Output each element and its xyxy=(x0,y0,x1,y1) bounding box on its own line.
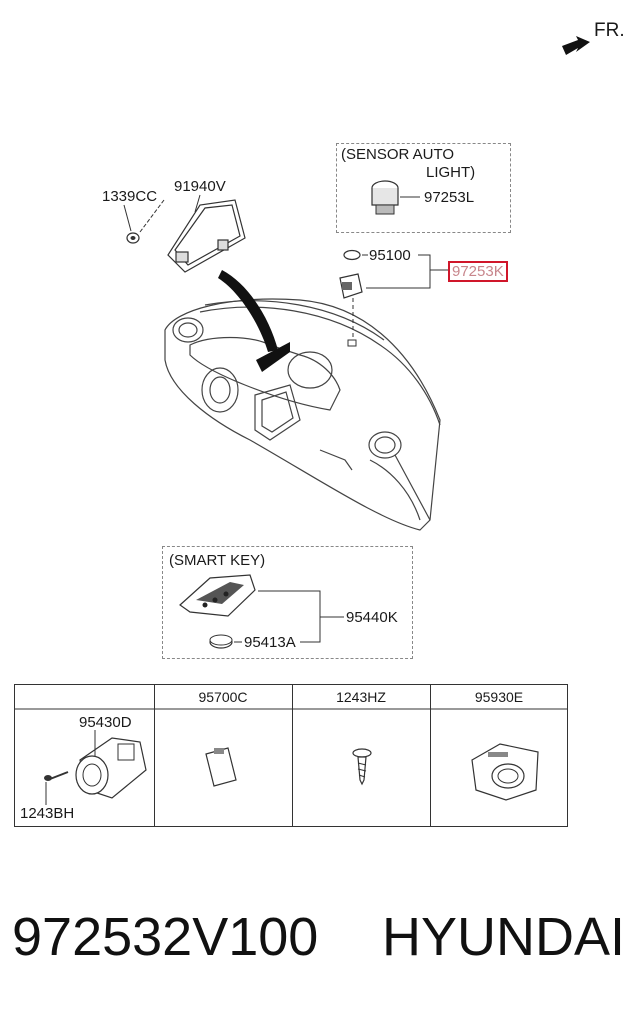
parts-table: 95700C 1243HZ 95930E xyxy=(14,684,568,827)
table-header-95930e[interactable]: 95930E xyxy=(474,689,524,705)
dashboard-drawing xyxy=(164,298,441,531)
module-91940v-icon xyxy=(167,199,246,273)
relay-95700c-icon xyxy=(205,747,237,787)
table-header-1243hz[interactable]: 1243HZ xyxy=(336,689,386,705)
part-label-95430d[interactable]: 95430D xyxy=(79,714,132,731)
screw-1243bh-icon xyxy=(44,771,69,781)
table-col-divider xyxy=(430,685,431,826)
part-label-1339cc[interactable]: 1339CC xyxy=(102,188,158,205)
sensor-group-box xyxy=(336,143,511,233)
footer-brand: HYUNDAI xyxy=(382,907,626,967)
cluster-mount xyxy=(256,342,290,372)
sensor-97253k-icon xyxy=(339,273,363,299)
footer-part-number: 972532V100 xyxy=(12,907,319,967)
table-col-divider xyxy=(292,685,293,826)
part-label-97253l[interactable]: 97253L xyxy=(424,189,475,206)
oring-95100-icon xyxy=(343,249,361,261)
smart-key-fob-icon xyxy=(179,574,256,617)
part-label-95440k[interactable]: 95440K xyxy=(346,609,398,626)
start-button-95930e-icon xyxy=(471,743,539,801)
sensor-97253l-icon xyxy=(371,180,399,215)
table-header-95700c[interactable]: 95700C xyxy=(198,689,248,705)
part-label-1243bh[interactable]: 1243BH xyxy=(20,805,75,822)
direction-label: FR. xyxy=(594,20,625,41)
sensor-group-title-line2: LIGHT) xyxy=(426,164,476,181)
smart-key-group-title: (SMART KEY) xyxy=(169,552,266,569)
sensor-group-title-line1: (SENSOR AUTO xyxy=(341,146,455,163)
nut-1339cc-icon xyxy=(126,232,140,244)
forward-arrow-icon xyxy=(562,36,590,55)
part-label-95413a[interactable]: 95413A xyxy=(244,634,296,651)
part-label-91940v[interactable]: 91940V xyxy=(174,178,226,195)
part-label-97253k-highlighted[interactable]: 97253K xyxy=(448,261,508,282)
part-label-95100[interactable]: 95100 xyxy=(369,247,411,264)
ignition-cylinder-95430d-icon xyxy=(75,737,147,799)
screw-1243hz-icon xyxy=(352,748,372,786)
pointer-arrow xyxy=(218,270,278,352)
table-col-divider xyxy=(154,685,155,826)
coin-battery-icon xyxy=(209,634,233,649)
smart-key-group-box xyxy=(162,546,413,659)
